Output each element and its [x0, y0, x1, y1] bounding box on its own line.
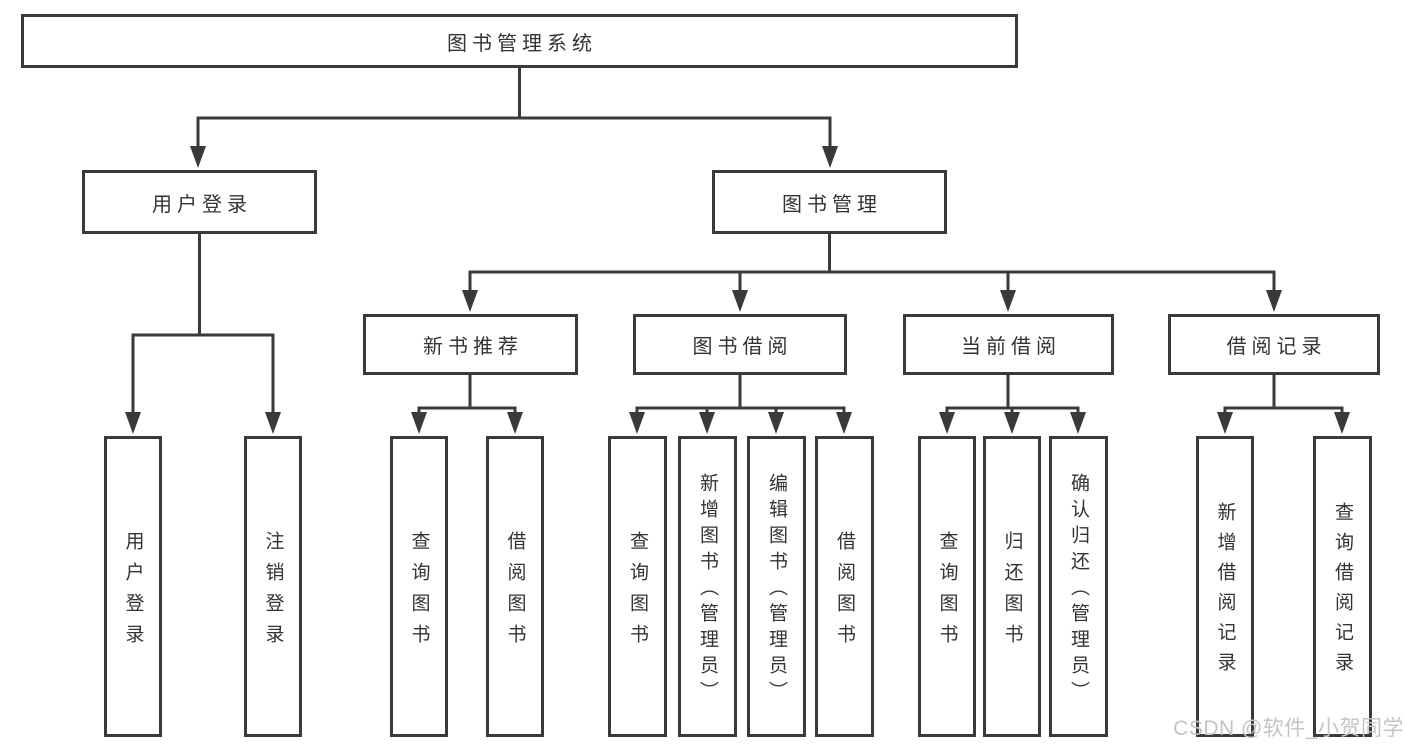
node-book-borrowing-label: 图书借阅 — [692, 336, 793, 358]
leaf-recommend-query-books-label: 查询图书 — [408, 530, 430, 655]
leaf-logout: 注销登录 — [244, 436, 302, 737]
node-current-borrowing: 当前借阅 — [903, 314, 1114, 375]
leaf-records-query-record: 查询借阅记录 — [1313, 436, 1372, 737]
leaf-borrowing-borrow-books: 借阅图书 — [815, 436, 874, 737]
node-book-management-label: 图书管理 — [782, 193, 882, 216]
leaf-records-add-record: 新增借阅记录 — [1196, 436, 1254, 737]
node-user-login-label: 用户登录 — [152, 193, 252, 216]
leaf-recommend-query-books: 查询图书 — [390, 436, 448, 737]
leaf-logout-label: 注销登录 — [262, 530, 284, 655]
leaf-current-return-books: 归还图书 — [983, 436, 1041, 737]
leaf-recommend-borrow-books-label: 借阅图书 — [504, 530, 526, 655]
leaf-borrowing-add-books-admin-label: 新增图书（管理员） — [697, 473, 718, 707]
leaf-current-confirm-return-admin-label: 确认归还（管理员） — [1068, 473, 1089, 707]
current-borrowing-connector — [939, 373, 1086, 434]
leaf-borrowing-borrow-books-label: 借阅图书 — [834, 530, 855, 655]
leaf-current-confirm-return-admin: 确认归还（管理员） — [1049, 436, 1108, 737]
user-login-connector — [125, 232, 281, 434]
leaf-user-login: 用户登录 — [104, 436, 162, 737]
leaf-borrowing-edit-books-admin-label: 编辑图书（管理员） — [766, 473, 787, 707]
node-new-book-recommend-label: 新书推荐 — [423, 336, 523, 358]
root-connector — [190, 66, 838, 168]
leaf-borrowing-query-books: 查询图书 — [608, 436, 667, 737]
leaf-records-add-record-label: 新增借阅记录 — [1214, 502, 1236, 682]
leaf-borrowing-query-books-label: 查询图书 — [627, 530, 648, 655]
new-book-recommend-connector — [411, 373, 523, 434]
book-borrowing-connector — [629, 373, 852, 434]
leaf-recommend-borrow-books: 借阅图书 — [486, 436, 544, 737]
node-root: 图书管理系统 — [21, 14, 1018, 68]
node-book-borrowing: 图书借阅 — [633, 314, 847, 375]
leaf-user-login-label: 用户登录 — [122, 530, 144, 655]
node-book-management: 图书管理 — [712, 170, 947, 234]
borrowing-records-connector — [1217, 373, 1350, 434]
leaf-current-query-books-label: 查询图书 — [936, 530, 958, 655]
leaf-current-query-books: 查询图书 — [918, 436, 976, 737]
book-management-connector — [462, 232, 1282, 312]
node-borrowing-records-label: 借阅记录 — [1226, 336, 1327, 358]
watermark: CSDN @软件_小贺同学 — [1173, 717, 1404, 740]
node-current-borrowing-label: 当前借阅 — [961, 336, 1061, 358]
leaf-borrowing-edit-books-admin: 编辑图书（管理员） — [747, 436, 806, 737]
node-new-book-recommend: 新书推荐 — [363, 314, 578, 375]
leaf-records-query-record-label: 查询借阅记录 — [1332, 502, 1353, 682]
leaf-current-return-books-label: 归还图书 — [1001, 530, 1023, 655]
leaf-borrowing-add-books-admin: 新增图书（管理员） — [678, 436, 737, 737]
node-root-label: 图书管理系统 — [447, 32, 597, 55]
node-borrowing-records: 借阅记录 — [1168, 314, 1380, 375]
node-user-login: 用户登录 — [82, 170, 317, 234]
